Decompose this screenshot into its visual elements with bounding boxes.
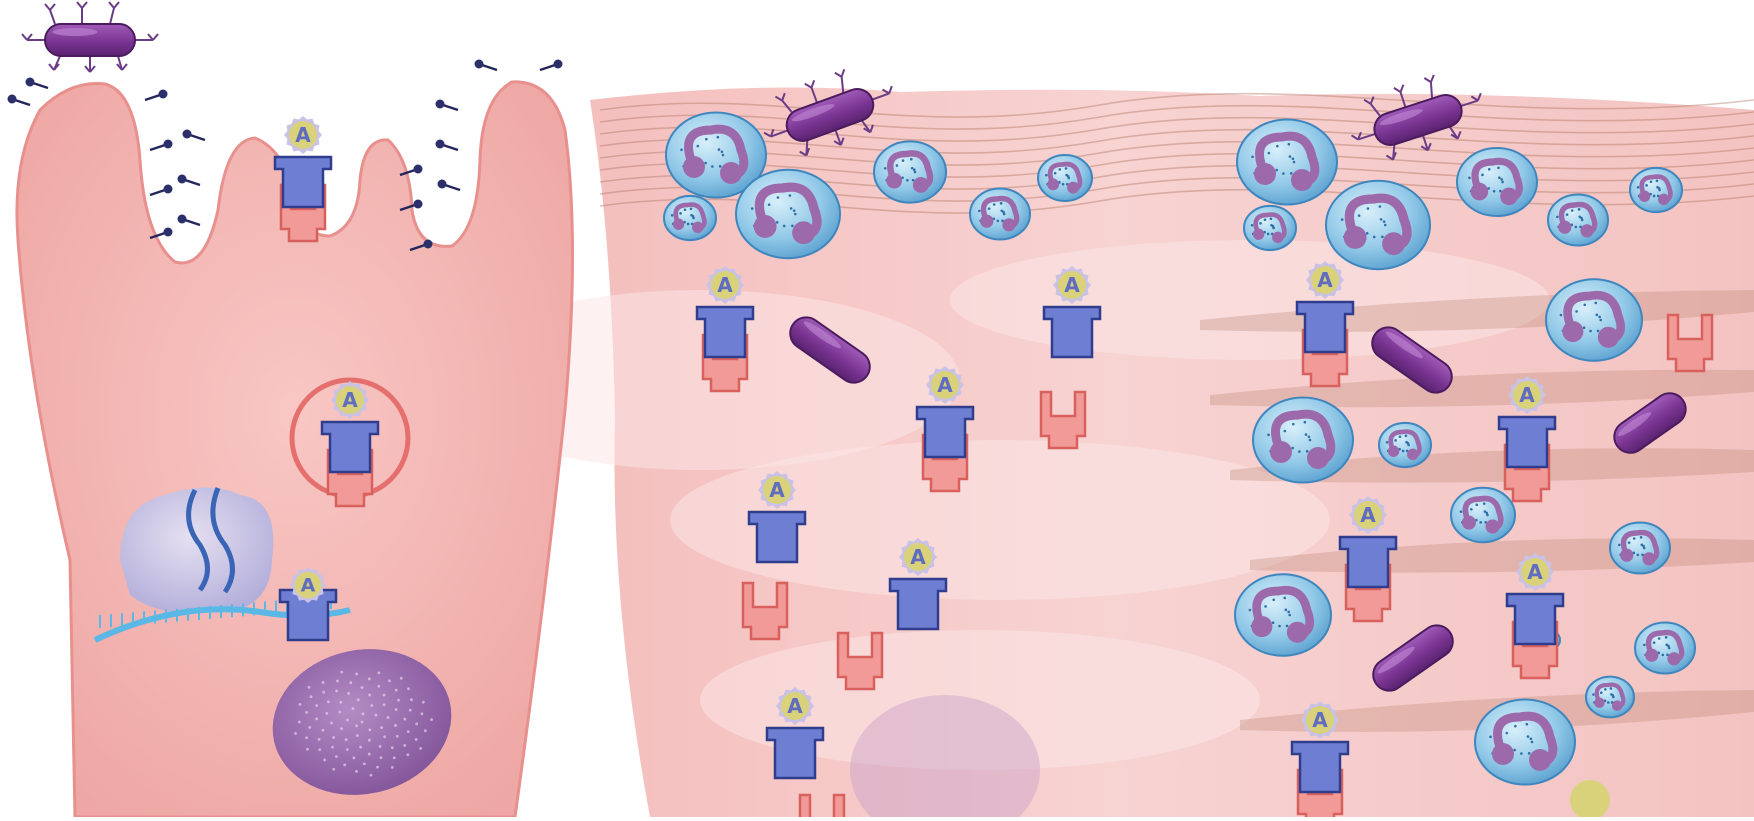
receptor-blue-icon [1292,742,1348,792]
antibiotic-letter: A [1317,268,1333,292]
neutrophil-icon [1253,398,1353,483]
neutrophil-icon [1451,488,1515,542]
receptor-blue-icon [890,579,946,629]
antibiotic-letter: A [1312,708,1328,732]
neutrophil-icon [1546,279,1642,361]
neutrophil-icon [1610,523,1670,574]
receptor-blue-icon [767,728,823,778]
neutrophil-icon [664,196,716,240]
antibiotic-letter: A [1519,383,1535,407]
neutrophil-icon [874,141,946,202]
receptor-blue-icon [917,407,973,457]
antibiotic-letter: A [295,123,311,147]
antibiotic-letter: A [1527,560,1543,584]
antibiotic-letter: A [1360,503,1376,527]
receptor-blue-icon [1507,594,1563,644]
epithelial-cell: A A A [8,2,573,817]
bacterium-icon [22,2,158,72]
drug-receptor-complex: A [275,116,331,241]
antibiotic-icon: A [284,116,322,154]
receptor-blue-icon [1044,307,1100,357]
neutrophil-icon [736,170,840,258]
antibiotic-letter: A [717,273,733,297]
receptor-blue-icon [1340,537,1396,587]
tissue-panel [440,88,1754,818]
neutrophil-icon [970,189,1030,240]
neutrophil-icon [1457,148,1537,216]
antibiotic-letter: A [301,575,316,597]
neutrophil-icon [1548,195,1608,246]
neutrophil-icon [1475,700,1575,785]
neutrophil-icon [1630,168,1682,212]
neutrophil-icon [1235,574,1331,656]
receptor-blue-icon [697,307,753,357]
receptor-blue-icon [1297,302,1353,352]
neutrophil-icon [1379,423,1431,467]
receptor-blue-icon [322,422,378,472]
antibiotic-letter: A [910,545,926,569]
neutrophil-icon [1326,181,1430,269]
neutrophil-icon [1038,155,1092,201]
receptor-blue-icon [275,157,331,207]
antibiotic-letter: A [1064,273,1080,297]
receptor-blue-icon [749,512,805,562]
antibiotic-letter: A [342,388,358,412]
neutrophil-icon [1635,623,1695,674]
antibiotic-letter: A [769,478,785,502]
neutrophil-icon [1586,677,1634,718]
receptor-blue-icon [1499,417,1555,467]
neutrophil-icon [1237,120,1337,205]
neutrophil-icon [1244,206,1296,250]
antibiotic-letter: A [937,373,953,397]
antibiotic-letter: A [787,694,803,718]
